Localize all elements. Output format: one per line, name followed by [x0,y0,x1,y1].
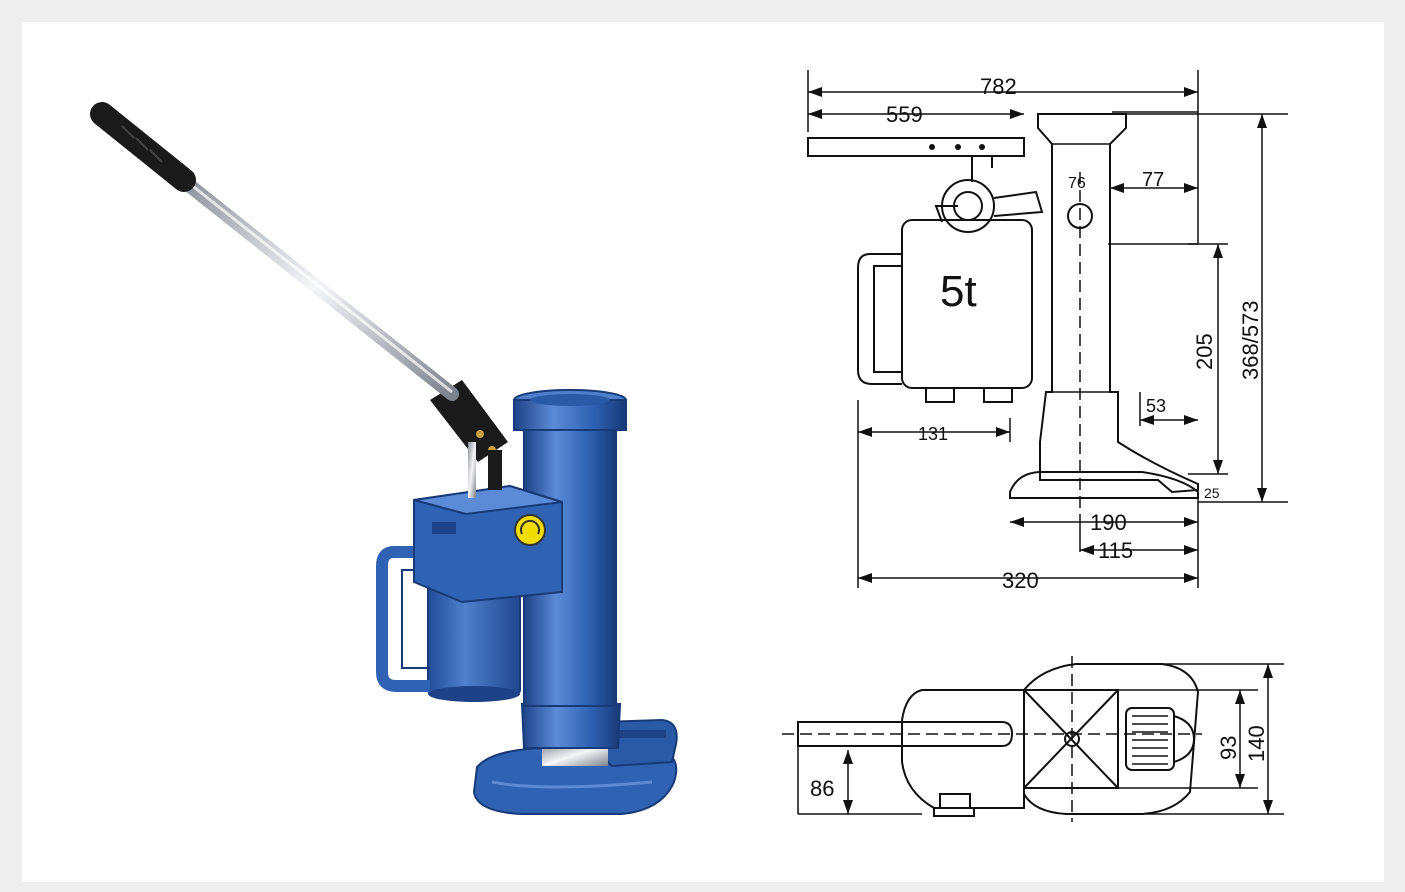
dim-toe-length: 53 [1146,396,1166,416]
jack-lever-bar [173,171,459,401]
side-view-drawing: 5t 782 559 76 77 205 368/573 53 131 25 1… [807,70,1288,593]
dim-handle-reach: 559 [886,102,923,127]
jack-carry-handle [376,546,430,692]
dim-base-center: 115 [1098,538,1133,563]
dim-top-handle-height: 86 [810,776,834,801]
jack-photo [90,102,678,815]
dim-handle-total: 782 [980,74,1017,99]
drawing-base [1009,471,1199,499]
dim-total-height: 368/573 [1238,300,1263,380]
dim-overall-length: 320 [1002,568,1039,593]
drawing-column [1037,113,1199,494]
dim-toe-height: 205 [1192,333,1217,370]
top-view-drawing: 86 93 140 [782,656,1284,822]
top-view-handle-bar [797,721,1014,747]
jack-ram [542,744,608,766]
dim-top-outer-width: 140 [1244,725,1269,762]
top-view-base [1023,663,1200,815]
jack-handle-grip [90,102,196,192]
product-illustration: 5t 782 559 76 77 205 368/573 53 131 25 1… [90,70,1288,822]
dim-top-inner-width: 93 [1216,736,1241,760]
release-valve-knob [514,514,546,546]
dim-base-length: 190 [1090,510,1127,535]
dim-column-width: 76 [1068,175,1086,192]
drawing-handle-bar [807,137,1025,157]
dim-column-offset: 77 [1142,169,1164,191]
dim-pump-offset: 131 [918,424,948,444]
page-frame: 5t 782 559 76 77 205 368/573 53 131 25 1… [22,22,1384,882]
capacity-label: 5t [940,267,977,316]
drawing-pump-body [901,219,1033,389]
dim-toe-thickness: 25 [1204,485,1220,501]
